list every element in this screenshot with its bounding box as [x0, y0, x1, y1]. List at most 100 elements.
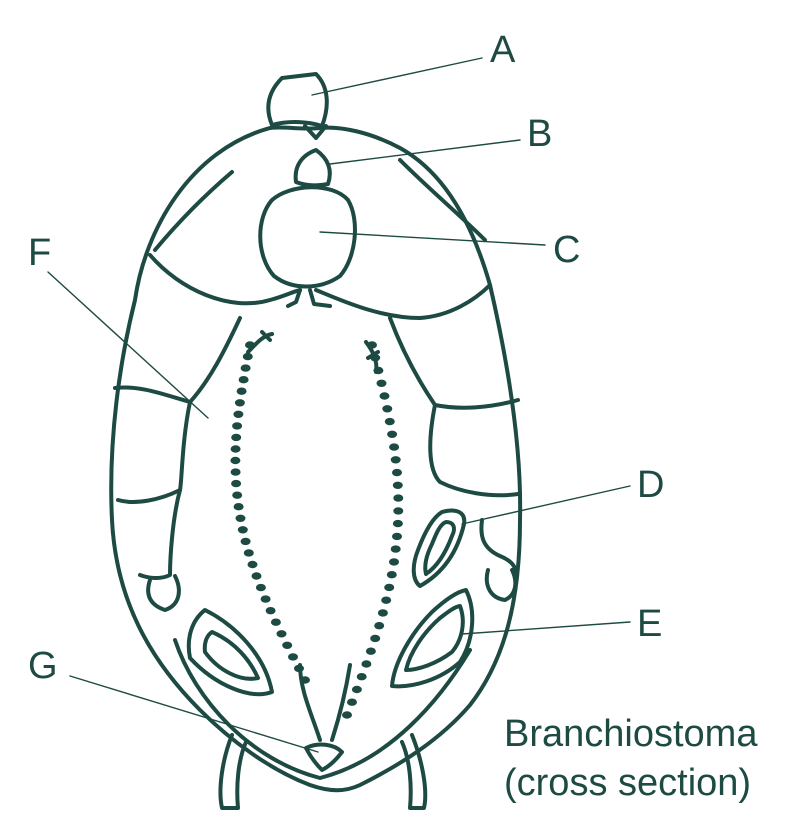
gill-bar	[230, 468, 241, 476]
gill-bar	[231, 433, 242, 442]
pharynx-mark-right	[364, 340, 380, 374]
gill-bar	[243, 549, 254, 557]
right-gonad-d-inner	[423, 520, 456, 576]
gill-bar	[276, 630, 287, 638]
gill-bar	[300, 676, 310, 684]
gill-bar	[389, 558, 399, 566]
leader-b	[329, 139, 521, 165]
right-metapleural-fold	[400, 733, 428, 810]
gill-bar	[390, 545, 401, 553]
gill-bar	[236, 387, 247, 395]
dorsal-fin	[266, 72, 329, 128]
gill-bar	[365, 647, 376, 655]
leader-e	[461, 621, 631, 635]
left-gonad-inner	[202, 630, 260, 681]
notochord	[258, 185, 357, 289]
gill-bar	[230, 456, 241, 465]
gill-bar	[393, 507, 404, 515]
pharynx-base-right	[330, 663, 352, 742]
gill-bar	[240, 364, 251, 372]
right-gonad-e-inner	[404, 604, 465, 672]
left-gonad-outer	[186, 608, 274, 697]
gill-bar	[230, 445, 241, 453]
gill-bar	[379, 392, 390, 400]
leader-g	[69, 675, 319, 753]
right-myotome-2	[428, 403, 520, 498]
right-myotome-3	[479, 518, 518, 574]
gill-bar	[265, 607, 276, 615]
gill-bar	[270, 618, 281, 626]
gill-bar	[386, 571, 397, 579]
leader-a	[311, 57, 483, 96]
gill-bar	[242, 352, 253, 361]
body-outline	[109, 125, 523, 793]
gill-bar	[288, 653, 298, 661]
pharynx-base-left	[298, 663, 322, 742]
label-e: E	[637, 603, 662, 645]
left-metapleural-fold	[218, 733, 248, 810]
gill-bar	[390, 456, 401, 464]
gill-bars-left	[230, 341, 310, 684]
label-d: D	[637, 464, 664, 506]
leader-f	[47, 271, 209, 419]
left-myotome-4	[146, 574, 181, 612]
nerve-cord	[293, 148, 332, 188]
leader-d	[461, 485, 631, 525]
notochord-sheath	[286, 288, 332, 308]
gill-bar	[235, 514, 246, 522]
gill-bar	[392, 468, 402, 477]
ventral-arc	[173, 638, 472, 780]
gill-bar	[387, 430, 398, 438]
gill-bar	[370, 634, 381, 643]
gill-bar	[294, 664, 304, 673]
caption-title: Branchiostoma	[504, 713, 758, 755]
dorsal-septum	[148, 253, 492, 320]
gill-bar	[376, 379, 387, 387]
right-myotome-4	[484, 568, 518, 602]
gill-bar	[374, 622, 385, 630]
right-gonad-d-outer	[411, 508, 467, 588]
gill-bar	[232, 491, 243, 499]
gill-bar	[247, 560, 258, 569]
left-myotome-3	[138, 488, 182, 580]
gill-bar	[384, 583, 395, 592]
gill-bar	[392, 481, 403, 489]
leader-c	[319, 231, 546, 246]
gill-bar	[382, 405, 393, 413]
gill-bar	[231, 479, 242, 488]
gill-bar	[233, 503, 244, 511]
gill-bar	[361, 660, 372, 668]
gill-bar	[237, 526, 248, 534]
caption-subtitle: (cross section)	[504, 762, 751, 804]
gill-bar	[234, 399, 245, 407]
gill-bar	[392, 519, 403, 528]
gill-bar	[393, 494, 404, 502]
label-f: F	[28, 232, 51, 274]
gill-bar	[282, 641, 293, 649]
gill-bar	[233, 410, 244, 418]
label-c: C	[553, 229, 580, 271]
gill-bar	[238, 376, 249, 384]
fin-notch	[303, 124, 328, 140]
gill-bar	[240, 537, 251, 546]
dorsal-arc-left	[153, 170, 234, 252]
gill-bars-right	[342, 341, 404, 719]
endostyle	[304, 742, 344, 772]
label-a: A	[490, 29, 516, 71]
gill-bar	[384, 417, 395, 426]
label-b: B	[527, 113, 552, 155]
gill-bar	[389, 443, 400, 451]
label-g: G	[28, 645, 58, 687]
gill-bar	[347, 698, 357, 706]
gill-bar	[356, 673, 367, 681]
gill-bar	[381, 596, 392, 604]
gill-bar	[342, 711, 352, 719]
gill-bar	[260, 595, 271, 603]
dorsal-arc-right	[398, 158, 487, 242]
gill-bar	[392, 532, 402, 541]
left-myotome-2	[116, 400, 192, 504]
gill-bar	[255, 583, 266, 592]
pharynx-mark-left	[246, 330, 274, 354]
gill-bar	[351, 685, 362, 694]
